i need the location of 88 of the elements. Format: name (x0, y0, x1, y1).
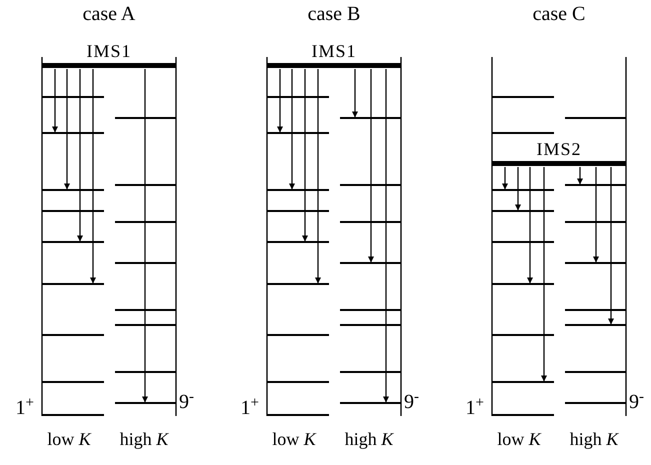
energy-level-line (565, 117, 626, 119)
energy-level-line (267, 132, 329, 134)
energy-level-line (115, 402, 176, 404)
axis-label: high K (344, 428, 395, 450)
energy-level-line (565, 221, 626, 223)
arrow (302, 69, 308, 242)
arrow (515, 167, 521, 210)
arrow (52, 69, 58, 132)
state-label: IMS2 (536, 138, 582, 160)
arrow (502, 167, 508, 190)
energy-level-line (115, 371, 176, 373)
energy-level-line (115, 262, 176, 264)
arrow (527, 167, 533, 284)
axis-label: 9$^{-}$ (404, 390, 420, 415)
energy-level-line (340, 402, 401, 404)
energy-level-line (267, 210, 329, 212)
energy-level-line (492, 334, 554, 336)
energy-level-line (42, 241, 104, 243)
arrow (289, 69, 295, 190)
energy-level-line (565, 324, 626, 326)
energy-level-line (492, 189, 554, 191)
axis-label: low K (496, 428, 542, 450)
energy-level-line (492, 132, 554, 134)
energy-level-line (340, 309, 401, 311)
energy-level-line (42, 189, 104, 191)
energy-level-line (565, 402, 626, 404)
energy-level-line (42, 381, 104, 383)
energy-level-line (115, 184, 176, 186)
arrow (541, 167, 547, 382)
arrow (315, 69, 321, 284)
panel-title: case B (306, 2, 362, 27)
energy-level-line (340, 262, 401, 264)
energy-level-line (492, 381, 554, 383)
axis-label: high K (568, 428, 620, 450)
energy-level-line (267, 283, 329, 285)
energy-level-line (492, 210, 554, 212)
energy-level-line (267, 189, 329, 191)
energy-level-line (267, 334, 329, 336)
axis-label: 9$^{-}$ (179, 390, 195, 415)
axis-label: 9$^{-}$ (629, 390, 645, 415)
energy-level-line (492, 283, 554, 285)
energy-level-line (565, 184, 626, 186)
arrow (277, 69, 283, 132)
arrow (90, 69, 96, 284)
energy-level-line (267, 96, 329, 98)
axis-label: 1$^{+}$ (14, 396, 34, 421)
energy-level-line (340, 184, 401, 186)
axis-label: high K (118, 428, 170, 450)
arrow (593, 167, 599, 262)
energy-level-line (340, 221, 401, 223)
state-label: IMS1 (86, 40, 132, 62)
arrow (577, 167, 583, 184)
panel-title: case A (82, 2, 136, 27)
energy-level-line (42, 210, 104, 212)
axis-label: low K (271, 428, 318, 450)
energy-level-line (492, 241, 554, 243)
axis-label: 1$^{+}$ (464, 396, 484, 421)
energy-level-line (340, 324, 401, 326)
energy-level-line (42, 334, 104, 336)
arrow (383, 69, 389, 402)
panel-title: case C (532, 2, 586, 27)
arrow (77, 69, 83, 242)
energy-level-line (565, 262, 626, 264)
energy-level-line (115, 309, 176, 311)
energy-level-line (492, 96, 554, 98)
energy-level-line (565, 309, 626, 311)
energy-level-line (115, 324, 176, 326)
energy-level-line (42, 132, 104, 134)
state-label: IMS1 (311, 40, 356, 62)
axis-label: low K (46, 428, 92, 450)
energy-level-line (42, 283, 104, 285)
arrow (368, 69, 374, 262)
energy-level-line (267, 381, 329, 383)
energy-level-line (42, 414, 104, 416)
axis-label: 1$^{+}$ (240, 396, 259, 421)
energy-level-line (340, 117, 401, 119)
energy-level-line (492, 414, 554, 416)
arrow (142, 69, 148, 402)
arrow (608, 167, 614, 324)
arrow (352, 69, 358, 118)
energy-level-line (115, 221, 176, 223)
arrow (64, 69, 70, 190)
energy-level-line (565, 371, 626, 373)
energy-level-line (267, 241, 329, 243)
energy-level-line (340, 371, 401, 373)
energy-level-line (42, 96, 104, 98)
energy-level-line (267, 414, 329, 416)
energy-level-line (115, 117, 176, 119)
